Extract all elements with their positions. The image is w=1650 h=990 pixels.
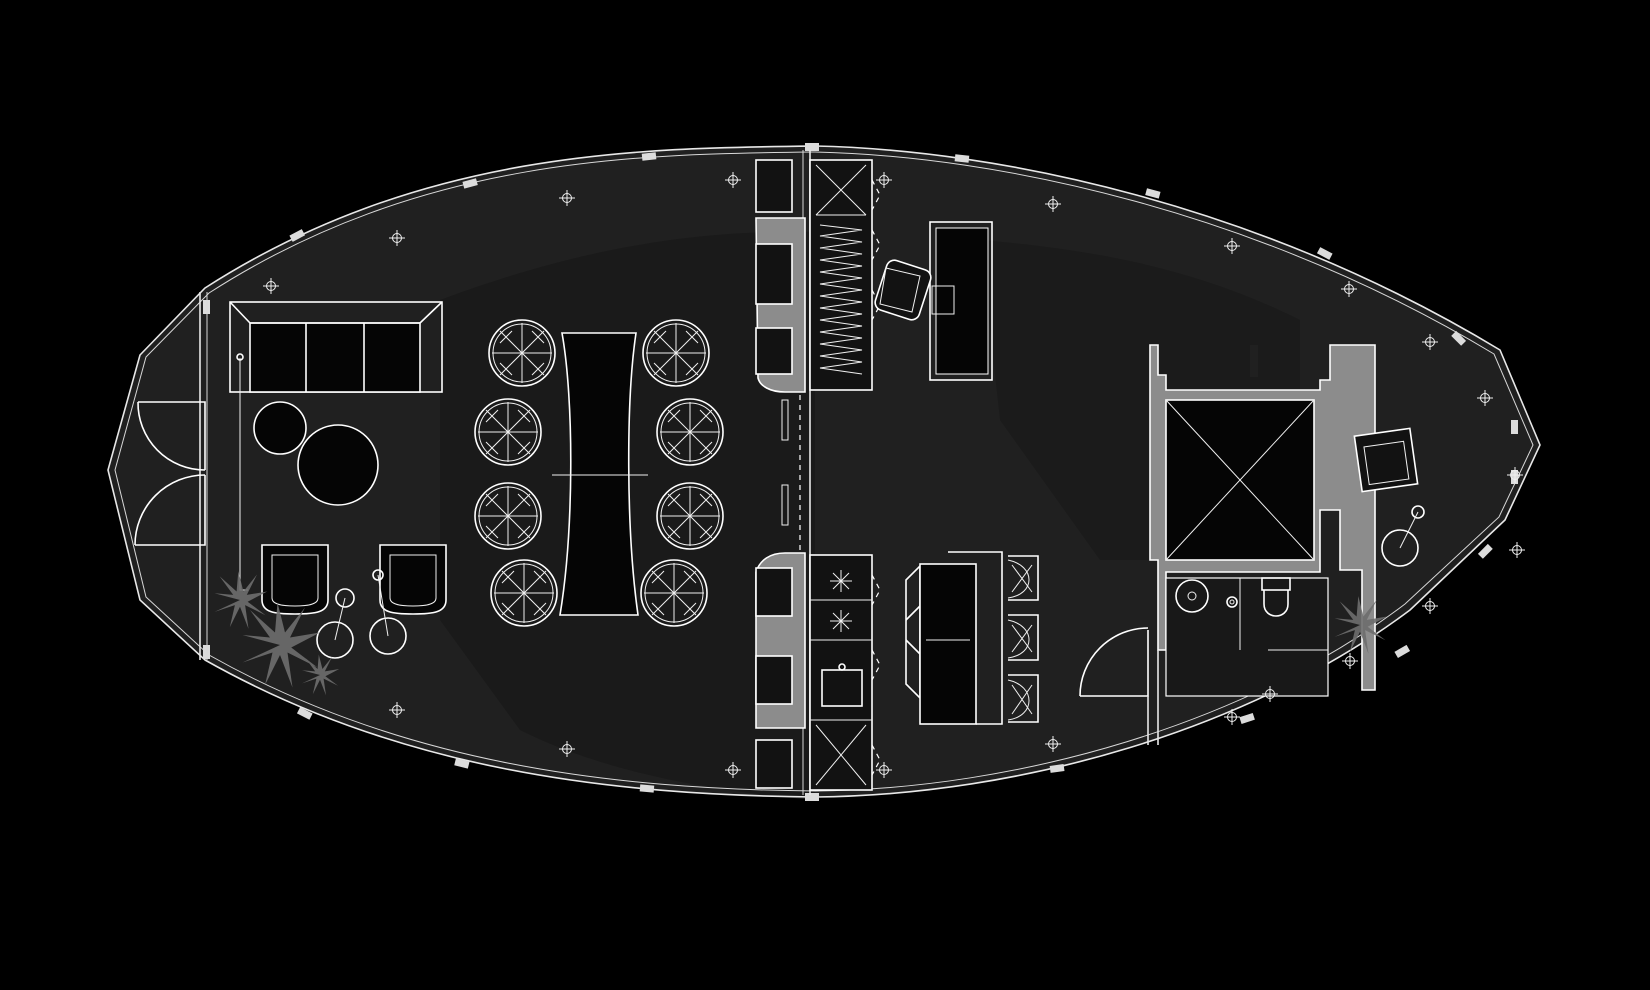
side-lamps: [316, 569, 407, 659]
floor-lamp: [236, 353, 244, 361]
desk: [929, 221, 993, 381]
entry-door: [1079, 627, 1159, 745]
armchairs: [261, 544, 447, 615]
storage-lower: [755, 552, 881, 791]
entrance-doors: [134, 292, 208, 660]
bar-stools: [1007, 555, 1039, 723]
office-chair: [874, 259, 932, 321]
side-tables: [253, 401, 379, 506]
sink: [1175, 579, 1238, 613]
dining-table: [552, 332, 648, 616]
service-core: [1149, 344, 1376, 697]
toilet: [1261, 577, 1291, 617]
curtain-wall: [107, 143, 1541, 801]
sofa: [229, 301, 443, 393]
storage-upper: [755, 159, 881, 393]
kitchen-island: [905, 551, 1003, 725]
armchair-right: [1353, 427, 1425, 567]
